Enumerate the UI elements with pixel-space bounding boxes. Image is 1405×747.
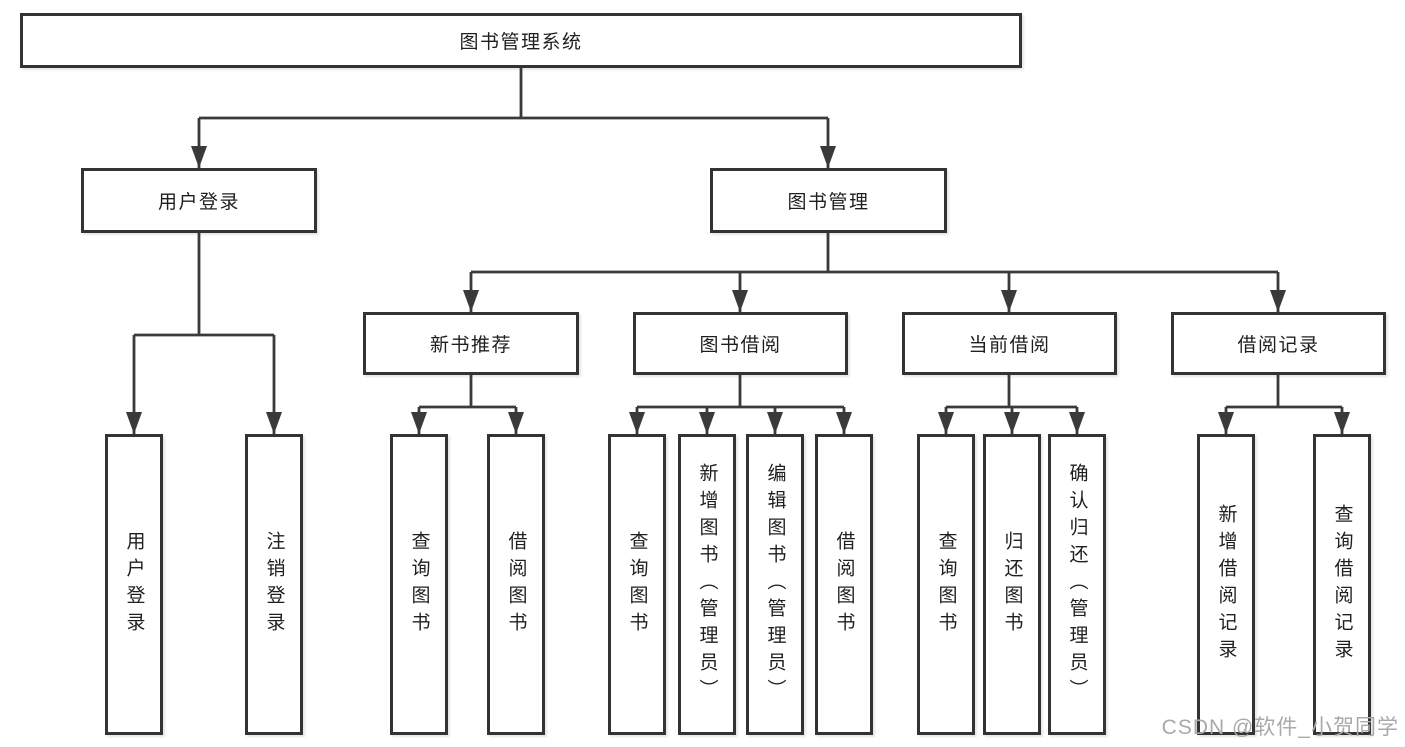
node-label: 图书借阅: [699, 335, 782, 356]
node-new-book-recommendation: 新书推荐: [363, 312, 579, 375]
connector-current-borrowing-to-leaves: [938, 375, 1085, 434]
node-label: 当前借阅: [968, 335, 1051, 356]
leaf-add-borrow-record: 新增借阅记录: [1197, 434, 1255, 735]
node-label: 确认归还（管理员）: [1066, 463, 1088, 706]
node-book-management: 图书管理: [710, 168, 947, 233]
node-current-borrowing: 当前借阅: [902, 312, 1117, 375]
node-label: 查询借阅记录: [1331, 503, 1353, 666]
leaf-logout: 注销登录: [245, 434, 303, 735]
connector-book-management-to-level3: [463, 233, 1286, 312]
leaf-return-books: 归还图书: [983, 434, 1041, 735]
connector-user-login-to-leaves: [126, 233, 282, 434]
leaf-confirm-return-admin: 确认归还（管理员）: [1048, 434, 1106, 735]
node-label: 归还图书: [1001, 530, 1023, 639]
connector-new-book-recommendation-to-leaves: [411, 375, 524, 434]
connector-root-to-level2: [191, 68, 836, 168]
node-label: 查询图书: [408, 530, 430, 639]
node-label: 借阅图书: [833, 530, 855, 639]
node-label: 借阅记录: [1237, 335, 1320, 356]
csdn-watermark: CSDN @软件_小贺同学: [1161, 716, 1399, 739]
node-label: 新增图书（管理员）: [696, 463, 718, 706]
node-label: 图书管理: [787, 192, 870, 213]
node-label: 查询图书: [935, 530, 957, 639]
node-borrowing-records: 借阅记录: [1171, 312, 1386, 375]
leaf-query-books-current: 查询图书: [917, 434, 975, 735]
leaf-user-login: 用户登录: [105, 434, 163, 735]
connector-book-borrowing-to-leaves: [629, 375, 852, 434]
leaf-query-books-borrow: 查询图书: [608, 434, 666, 735]
node-label: 查询图书: [626, 530, 648, 639]
leaf-add-books-admin: 新增图书（管理员）: [678, 434, 736, 735]
connector-borrowing-records-to-leaves: [1218, 375, 1350, 434]
leaf-query-borrow-record: 查询借阅记录: [1313, 434, 1371, 735]
node-label: 用户登录: [123, 530, 145, 639]
node-label: 借阅图书: [505, 530, 527, 639]
leaf-borrow-books-recommend: 借阅图书: [487, 434, 545, 735]
node-label: 用户登录: [157, 192, 240, 213]
leaf-query-books-recommend: 查询图书: [390, 434, 448, 735]
leaf-edit-books-admin: 编辑图书（管理员）: [746, 434, 804, 735]
node-label: 图书管理系统: [459, 32, 583, 53]
node-library-management-system: 图书管理系统: [20, 13, 1022, 68]
node-book-borrowing: 图书借阅: [633, 312, 848, 375]
node-user-login: 用户登录: [81, 168, 317, 233]
leaf-borrow-books: 借阅图书: [815, 434, 873, 735]
node-label: 编辑图书（管理员）: [764, 463, 786, 706]
node-label: 注销登录: [263, 530, 285, 639]
node-label: 新增借阅记录: [1215, 503, 1237, 666]
node-label: 新书推荐: [429, 335, 512, 356]
